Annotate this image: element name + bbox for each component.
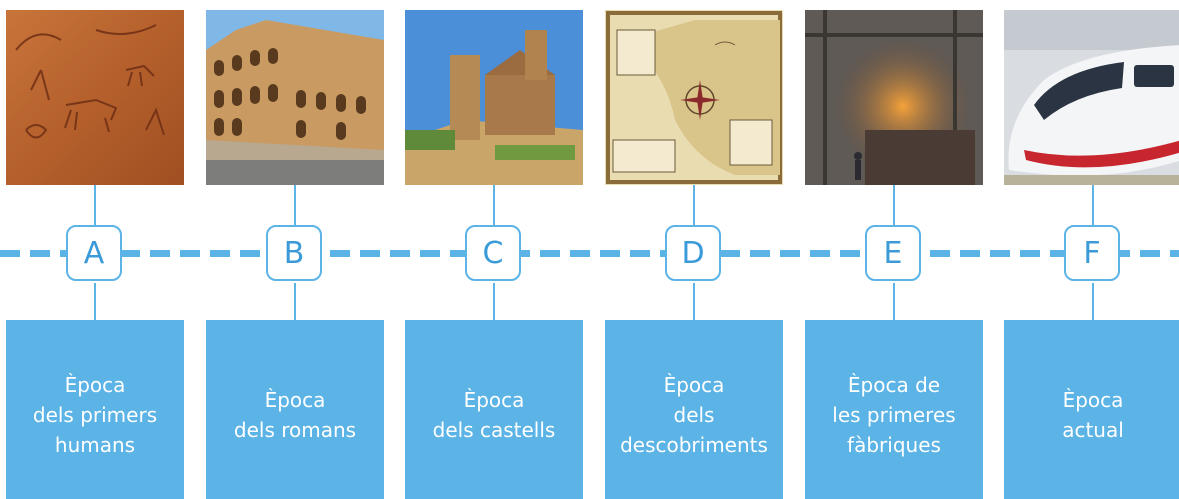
- high-speed-train-image: [1004, 10, 1179, 185]
- letter-box-d: D: [665, 225, 721, 281]
- era-label: Època dels castells: [432, 387, 556, 442]
- era-label-box: Època dels primers humans: [6, 320, 184, 499]
- timeline-era-d: D Època dels descobriments: [605, 0, 783, 499]
- timeline-dashed-line: [0, 250, 1179, 257]
- connector-line: [693, 283, 695, 320]
- timeline-era-e: E Època de les primeres fàbriques: [805, 0, 983, 499]
- connector-line: [493, 283, 495, 320]
- timeline-era-b: B Època dels romans: [206, 0, 384, 499]
- colosseum-image: [206, 10, 384, 185]
- letter-box-c: C: [465, 225, 521, 281]
- connector-line: [94, 185, 96, 225]
- connector-line: [294, 283, 296, 320]
- connector-line: [294, 185, 296, 225]
- connector-line: [1092, 185, 1094, 225]
- cave-painting-image: [6, 10, 184, 185]
- connector-line: [893, 283, 895, 320]
- era-label: Època dels romans: [233, 387, 357, 442]
- era-label-box: Època actual: [1004, 320, 1179, 499]
- era-label-box: Època dels castells: [405, 320, 583, 499]
- timeline-era-a: A Època dels primers humans: [6, 0, 184, 499]
- letter-box-a: A: [66, 225, 122, 281]
- old-map-image: [605, 10, 783, 185]
- letter-box-b: B: [266, 225, 322, 281]
- era-label-box: Època de les primeres fàbriques: [805, 320, 983, 499]
- era-label: Època dels primers humans: [32, 372, 158, 457]
- castle-image: [405, 10, 583, 185]
- connector-line: [1092, 283, 1094, 320]
- era-label: Època de les primeres fàbriques: [832, 372, 956, 457]
- connector-line: [693, 185, 695, 225]
- era-label-box: Època dels descobriments: [605, 320, 783, 499]
- connector-line: [893, 185, 895, 225]
- letter-box-e: E: [865, 225, 921, 281]
- connector-line: [94, 283, 96, 320]
- era-label: Època actual: [1062, 387, 1124, 442]
- letter-box-f: F: [1064, 225, 1120, 281]
- connector-line: [493, 185, 495, 225]
- timeline-era-c: C Època dels castells: [405, 0, 583, 499]
- era-label-box: Època dels romans: [206, 320, 384, 499]
- era-label: Època dels descobriments: [620, 372, 768, 457]
- factory-image: [805, 10, 983, 185]
- timeline-era-f: F Època actual: [1004, 0, 1179, 499]
